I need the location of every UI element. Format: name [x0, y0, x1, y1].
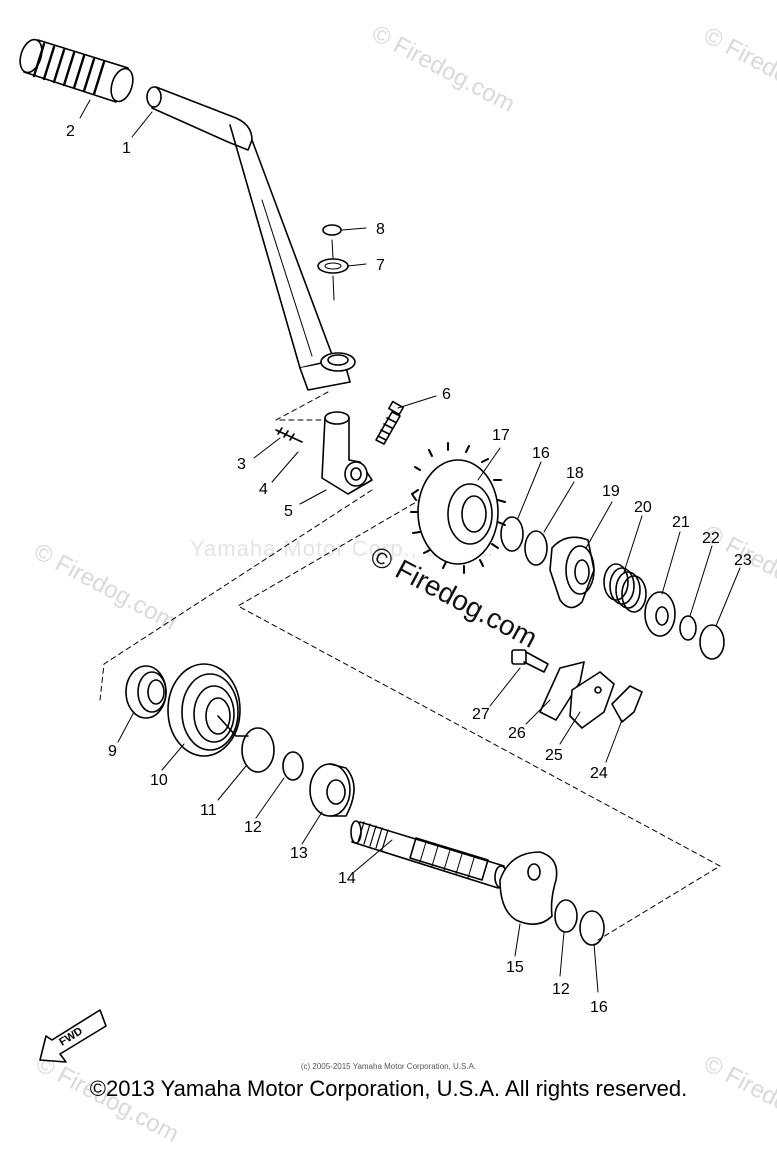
washer-part [317, 258, 349, 274]
small-copyright: (c) 2005-2015 Yamaha Motor Corporation, … [300, 1062, 477, 1071]
seal-part [125, 665, 167, 719]
callout-21: 21 [672, 514, 690, 531]
callout-14: 14 [338, 870, 356, 887]
callout-2: 2 [66, 123, 75, 140]
callout-16b: 16 [590, 999, 608, 1016]
callout-12: 12 [244, 819, 262, 836]
callout-13: 13 [290, 845, 308, 862]
callout-18: 18 [566, 465, 584, 482]
circlip-part [554, 899, 578, 933]
footer-copyright: ©2013 Yamaha Motor Corporation, U.S.A. A… [89, 1076, 688, 1101]
washer-part [524, 530, 548, 566]
grip-part [19, 38, 134, 103]
callout-10: 10 [150, 772, 168, 789]
washer-part [644, 591, 676, 637]
circlip-part [679, 615, 697, 641]
ratchet-part [549, 536, 595, 609]
callout-22: 22 [702, 530, 720, 547]
plate-part [539, 661, 585, 721]
callout-26: 26 [508, 725, 526, 742]
circlip-part [322, 224, 342, 236]
callout-23: 23 [734, 552, 752, 569]
callout-9: 9 [108, 743, 117, 760]
callout-15: 15 [506, 959, 524, 976]
kick-lever-part [146, 86, 356, 391]
callout-24: 24 [590, 765, 608, 782]
collar-part [309, 763, 355, 817]
bolt-part [511, 649, 549, 673]
kick-gear-part [410, 442, 506, 574]
circlip-part [282, 751, 304, 781]
kick-boss-part [321, 411, 373, 495]
stopper-part [611, 685, 643, 723]
callout-3: 3 [237, 456, 246, 473]
callout-7: 7 [376, 257, 385, 274]
washer-part [241, 727, 275, 773]
fwd-arrow-icon [39, 1009, 107, 1063]
guide-part [569, 671, 615, 729]
callout-27: 27 [472, 706, 490, 723]
callout-6: 6 [442, 386, 451, 403]
callout-8: 8 [376, 221, 385, 238]
callout-12b: 12 [552, 981, 570, 998]
pin-spring-part [275, 427, 303, 443]
spring-part [603, 563, 647, 613]
callout-1: 1 [122, 140, 131, 157]
stopper-plate-part [499, 851, 558, 925]
washer-part [579, 910, 605, 946]
parts-diagram: 2 1 8 7 6 3 4 5 17 16 18 19 20 21 22 23 … [19, 38, 752, 1063]
callout-17: 17 [492, 427, 510, 444]
washer-part [699, 624, 725, 660]
callout-16: 16 [532, 445, 550, 462]
callout-25: 25 [545, 747, 563, 764]
circlip-part [500, 516, 524, 552]
callout-19: 19 [602, 483, 620, 500]
torsion-spring-part [167, 663, 249, 757]
callout-4: 4 [259, 481, 268, 498]
callout-20: 20 [634, 499, 652, 516]
callout-5: 5 [284, 503, 293, 520]
callout-11: 11 [200, 802, 217, 819]
bolt-part [375, 400, 404, 445]
